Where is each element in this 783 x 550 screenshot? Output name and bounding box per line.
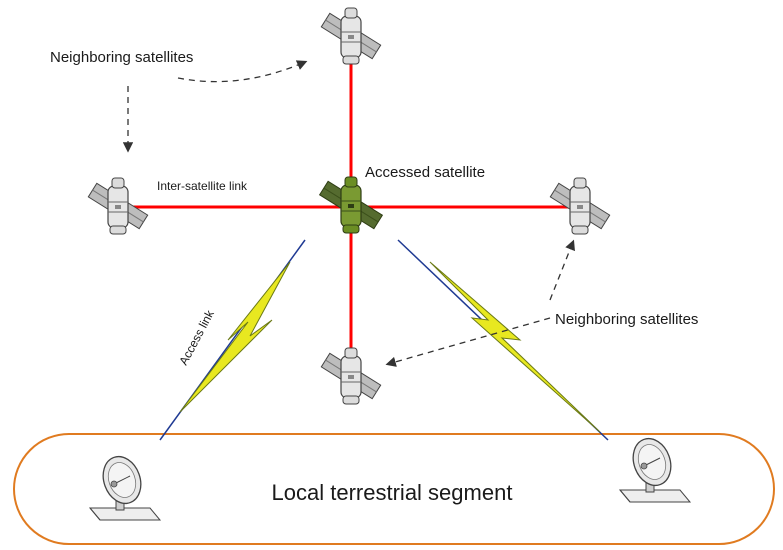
inter-satellite-link-label: Inter-satellite link — [157, 179, 248, 193]
accessed-satellite-label: Accessed satellite — [365, 164, 485, 181]
arrow-to-top-satellite — [177, 60, 308, 83]
local-terrestrial-segment — [13, 433, 775, 545]
neighboring-satellites-label-right: Neighboring satellites — [555, 311, 698, 328]
accessed-satellite-icon — [319, 176, 383, 234]
local-segment-label: Local terrestrial segment — [272, 480, 513, 505]
neighboring-satellites-label-top: Neighboring satellites — [50, 49, 193, 66]
arrow-to-bottom-satellite — [385, 317, 551, 367]
neighbor-satellite-top — [320, 7, 382, 65]
neighbor-satellite-bottom — [320, 347, 382, 405]
satellite-dish-icon-left — [89, 450, 161, 521]
lightning-icon-left — [179, 261, 291, 413]
arrow-to-right-satellite — [549, 239, 575, 301]
lightning-icon-right — [429, 261, 601, 433]
satellite-dish-icon-right — [619, 432, 691, 503]
access-link-label: Access link — [176, 307, 217, 367]
